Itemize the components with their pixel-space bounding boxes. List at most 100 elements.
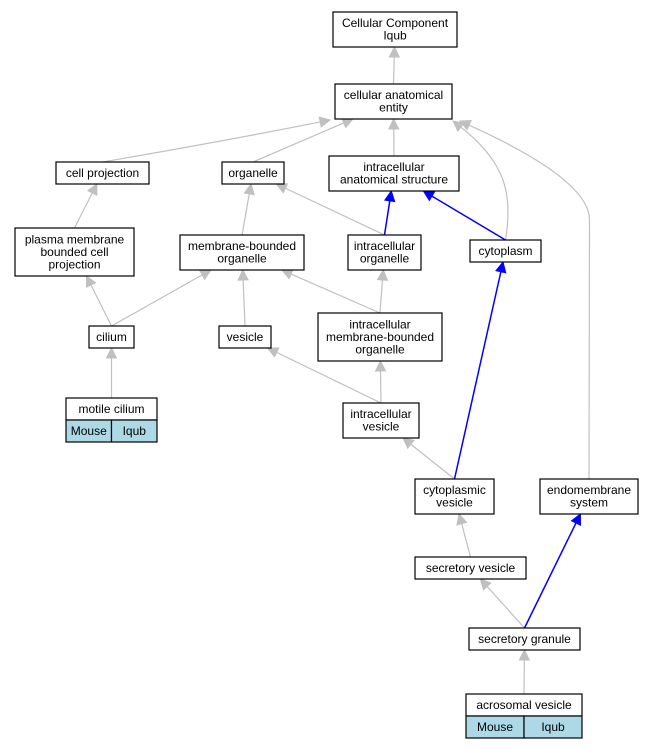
edge-cytoplasm-to-cae-arrowhead	[452, 120, 465, 133]
edge-cytoplasm-to-ias	[431, 195, 506, 241]
node-box	[88, 325, 135, 349]
node-label-line: cytoplasm	[478, 244, 532, 258]
node-label-line: secretory granule	[478, 632, 571, 646]
node-box	[14, 227, 135, 277]
annotation-label: Iqub	[123, 424, 147, 438]
node-cytoplasm[interactable]: cytoplasm	[469, 239, 542, 263]
node-box	[342, 402, 420, 439]
edge-pmbcp-to-cellproj-arrowhead	[86, 183, 98, 196]
node-label-line: entity	[379, 101, 408, 115]
edge-cae-to-cc-arrowhead	[388, 45, 401, 58]
edge-imbo-to-mbo	[290, 273, 381, 314]
node-label-line: membrane-bounded	[326, 330, 434, 344]
node-label-line: intracellular	[350, 407, 411, 421]
edge-io-to-organelle	[285, 187, 385, 236]
node-label-line: system	[570, 496, 608, 510]
node-box	[539, 478, 639, 515]
node-box	[179, 234, 305, 271]
edge-organelle-to-cae	[252, 122, 344, 163]
edge-cytoplasm-to-cae	[460, 126, 509, 241]
edge-sg-to-endo-arrowhead	[570, 512, 582, 526]
node-label-line: secretory vesicle	[426, 561, 516, 575]
node-label-line: Cellular Component	[342, 16, 449, 30]
edge-endo-to-cae-arrowhead	[458, 120, 472, 131]
node-sv[interactable]: secretory vesicle	[414, 556, 527, 580]
edge-cilium-to-pmbcp	[90, 284, 113, 327]
edge-mbo-to-organelle-arrowhead	[243, 182, 255, 196]
node-label-line: plasma membrane	[25, 232, 125, 246]
node-label-line: intracellular	[354, 239, 415, 253]
node-box	[414, 478, 495, 515]
annotation-label: Iqub	[541, 720, 565, 734]
node-label-line: organelle	[355, 342, 405, 356]
node-box	[414, 556, 527, 580]
edge-endo-to-cae	[468, 124, 591, 480]
node-label-line: projection	[48, 257, 100, 271]
node-vesicle[interactable]: vesicle	[218, 325, 272, 349]
node-cellproj[interactable]: cell projection	[55, 161, 150, 185]
edge-cv-to-cytoplasm	[453, 271, 502, 480]
node-cilium[interactable]: cilium	[88, 325, 135, 349]
node-label-line: membrane-bounded	[188, 239, 296, 253]
edge-io-to-ias	[383, 200, 391, 236]
node-label-line: Iqub	[383, 29, 407, 43]
edge-cv-to-iv	[410, 443, 455, 480]
edge-sv-to-cv	[461, 523, 472, 558]
node-label-line: organelle	[360, 252, 410, 266]
edge-pmbcp-to-cellproj	[73, 192, 93, 229]
edge-iv-to-vesicle	[276, 351, 382, 404]
node-label-line: anatomical structure	[340, 173, 448, 187]
edge-sg-to-endo	[523, 522, 577, 629]
node-box	[55, 161, 150, 185]
edge-iv-to-vesicle-arrowhead	[266, 347, 280, 358]
annotation-cell[interactable]	[110, 419, 158, 443]
edge-imbo-to-mbo-arrowhead	[280, 268, 294, 280]
edge-sg-to-sv	[486, 586, 525, 629]
annotation-label: Mouse	[71, 424, 107, 438]
node-label-line: intracellular	[349, 317, 410, 331]
edge-sv-to-cv-arrowhead	[456, 512, 468, 526]
edge-imbo-to-io-arrowhead	[376, 268, 389, 281]
node-label-line: organelle	[217, 252, 267, 266]
node-label-line: endomembrane	[547, 483, 631, 497]
node-label-line: acrosomal vesicle	[476, 698, 572, 712]
edge-iv-to-imbo-arrowhead	[374, 359, 387, 372]
edge-cytoplasm-to-ias-arrowhead	[422, 190, 436, 202]
node-box	[317, 312, 443, 362]
node-organelle[interactable]: organelle	[221, 161, 285, 185]
annotation-label: Mouse	[477, 720, 513, 734]
edge-cilium-to-pmbcp-arrowhead	[86, 275, 97, 288]
edge-sg-to-sv-arrowhead	[479, 578, 492, 591]
node-label-line: cell projection	[66, 166, 139, 180]
node-box	[347, 234, 422, 271]
node-box	[334, 83, 453, 120]
annotation-cell[interactable]	[523, 715, 583, 739]
node-label-line: cytoplasmic	[423, 483, 486, 497]
node-box	[468, 627, 581, 651]
edge-cellproj-to-cae-arrowhead	[318, 116, 332, 128]
edge-mbo-to-organelle	[241, 193, 250, 236]
node-label-line: intracellular	[363, 160, 424, 174]
edge-cilium-to-mbo	[111, 274, 203, 327]
node-sg[interactable]: secretory granule	[468, 627, 581, 651]
node-label-line: vesicle	[227, 330, 264, 344]
edge-av-to-sg-arrowhead	[518, 648, 531, 661]
node-box	[218, 325, 272, 349]
node-label-line: vesicle	[363, 420, 400, 434]
edge-motile-to-cilium-arrowhead	[105, 346, 118, 359]
edge-vesicle-to-mbo	[242, 279, 246, 327]
